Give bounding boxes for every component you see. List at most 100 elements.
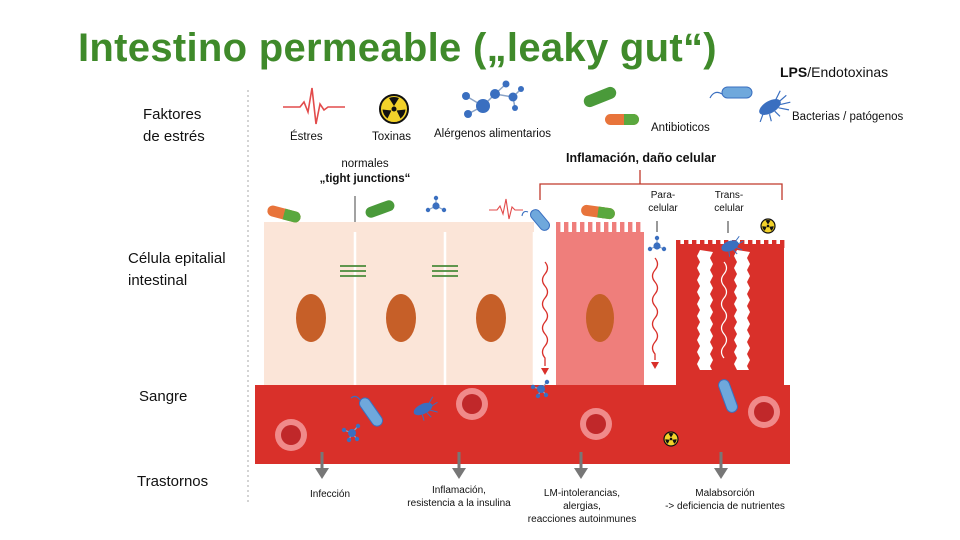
down-arrow-icon	[714, 452, 728, 479]
tight-junctions-line2: „tight junctions“	[319, 173, 411, 185]
microvillus	[264, 222, 269, 233]
microvillus	[772, 240, 777, 248]
microvillus	[336, 222, 341, 233]
inflammation-bracket	[539, 183, 783, 200]
tight-junctions-label: normales „tight junctions“	[300, 157, 430, 187]
microvillus	[748, 240, 753, 248]
cell-nucleus	[476, 294, 506, 342]
microvillus	[304, 222, 309, 233]
paracellular-pathway-left	[541, 261, 549, 366]
paracellular-pathway-right	[651, 257, 659, 360]
toxins-label: Toxinas	[372, 131, 411, 143]
transcellular-label: Trans- celular	[706, 189, 752, 215]
microvillus	[408, 222, 413, 233]
microvillus	[488, 222, 493, 233]
row-label-epithelial: Célula epitalial intestinal	[128, 248, 226, 292]
microvillus	[528, 222, 533, 233]
row-label-disorders: Trastornos	[137, 473, 209, 490]
microvillus	[472, 222, 477, 233]
microvillus	[392, 222, 397, 233]
antibiotics-label: Antibioticos	[651, 122, 710, 134]
transcellular-gap	[697, 250, 713, 378]
heartbeat-icon	[283, 87, 345, 125]
microvillus	[384, 222, 389, 233]
disorder-intolerances-line3: reacciones autoinmunes	[527, 514, 637, 525]
microvillus	[520, 222, 525, 233]
paracellular-label: Para- celular	[640, 189, 686, 215]
microvillus	[440, 222, 445, 233]
microvillus	[320, 222, 325, 233]
tight-junction-mark	[340, 265, 366, 277]
red-blood-cell	[580, 408, 612, 440]
microvillus	[596, 222, 601, 233]
disorder-intolerances-line1: LM-intolerancias,	[543, 488, 621, 499]
healthy-microvilli	[264, 222, 533, 233]
lps-bold: LPS	[780, 64, 808, 80]
rod-bacterium-crossing-icon	[718, 379, 738, 413]
microvillus	[464, 222, 469, 233]
allergens-label: Alérgenos alimentarios	[434, 128, 551, 140]
microvillus	[344, 222, 349, 233]
allergen-molecule-icon	[462, 80, 524, 118]
cell-nucleus	[296, 294, 326, 342]
pill-on-cells-icon	[267, 205, 301, 223]
allergen-on-cells-icon	[425, 195, 447, 213]
row-label-epithelial-line2: intestinal	[128, 272, 188, 289]
flagellated-bacterium-in-blood-icon	[413, 396, 438, 421]
red-blood-cell	[275, 419, 307, 451]
microvillus	[272, 222, 277, 233]
green-capsule-on-cells-icon	[365, 200, 395, 218]
microvillus	[368, 222, 373, 233]
microvillus	[564, 222, 569, 233]
inflammation-label: Inflamación, daño celular	[566, 151, 717, 165]
disorder-infection: Infección	[290, 488, 370, 501]
disorder-intolerances: LM-intolerancias, alergias, reacciones a…	[520, 487, 644, 526]
microvillus	[708, 240, 713, 248]
row-label-blood: Sangre	[139, 388, 188, 405]
paracellular-line2: celular	[648, 203, 678, 214]
microvillus	[424, 222, 429, 233]
radiation-icon	[379, 94, 409, 124]
microvillus	[480, 222, 485, 233]
microvillus	[556, 222, 561, 233]
rod-bacterium-in-blood-icon	[358, 397, 384, 427]
disorder-infection-line1: Infección	[309, 489, 351, 500]
inflamed-microvilli	[556, 222, 641, 233]
row-label-stress: Faktores de estrés	[143, 104, 205, 148]
red-blood-cell	[748, 396, 780, 428]
microvillus	[280, 222, 285, 233]
bacteria-label: Bacterias / patógenos	[792, 111, 904, 123]
microvillus	[700, 240, 705, 248]
pill-on-inflamed-icon	[581, 204, 615, 220]
microvillus	[400, 222, 405, 233]
microvillus	[432, 222, 437, 233]
microvillus	[604, 222, 609, 233]
down-arrow-icon	[315, 452, 329, 479]
microvillus	[312, 222, 317, 233]
stress-label: Éstres	[290, 131, 323, 143]
transcellular-gap	[734, 250, 750, 378]
cell-nucleus	[586, 294, 614, 342]
microvillus	[636, 222, 641, 233]
rod-bacterium-icon	[709, 86, 753, 99]
green-capsule-icon	[583, 86, 617, 108]
transcellular-line1: Trans-	[714, 190, 744, 201]
disorder-inflammation: Inflamación, resistencia a la insulina	[380, 484, 538, 510]
microvillus	[684, 240, 689, 248]
microvillus	[612, 222, 617, 233]
microvillus	[588, 222, 593, 233]
cell-nucleus	[386, 294, 416, 342]
tight-junction-mark	[432, 265, 458, 277]
paracellular-line1: Para-	[650, 190, 676, 201]
transcellular-pathway	[720, 261, 728, 359]
allergen-paracellular-icon	[647, 235, 667, 252]
down-arrow-icon	[574, 452, 588, 479]
disorder-malabsorption-line1: Malabsorción	[695, 488, 755, 499]
microvillus	[288, 222, 293, 233]
microvillus	[628, 222, 633, 233]
flagellated-bacterium-transcellular-icon	[721, 235, 744, 257]
microvillus	[780, 240, 785, 248]
microvillus	[620, 222, 625, 233]
lps-label: LPS/Endotoxinas	[780, 64, 888, 80]
microvillus	[352, 222, 357, 233]
